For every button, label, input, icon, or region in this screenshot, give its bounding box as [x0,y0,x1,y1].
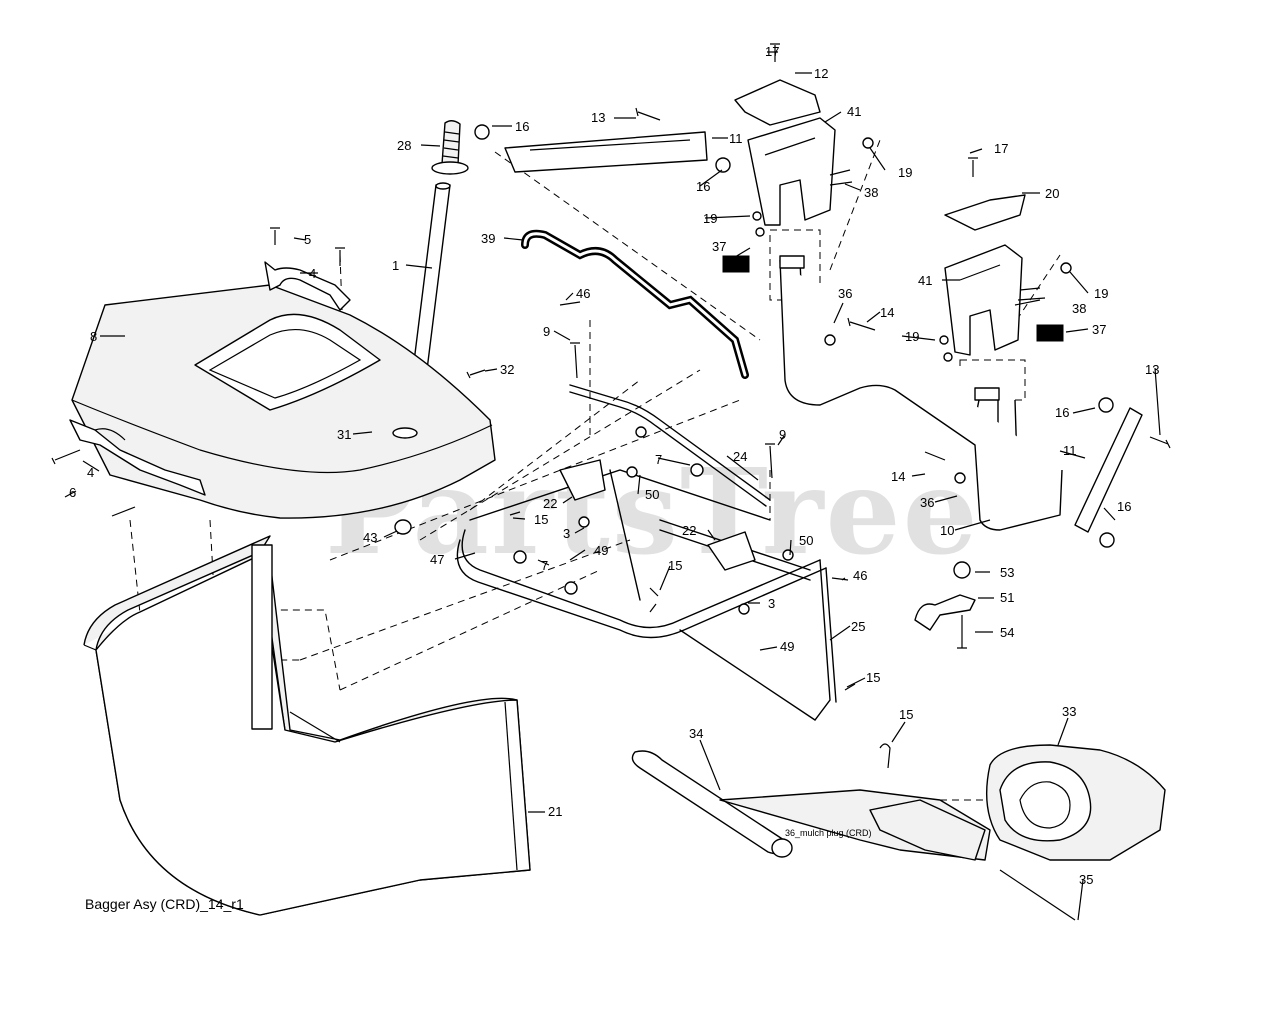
part-callout-22: 22 [543,496,557,511]
part-callout-49: 49 [780,639,794,654]
part-callout-43: 43 [363,530,377,545]
mulch-plug-label: 36_mulch plug (CRD) [785,828,872,838]
part-callout-50: 50 [799,533,813,548]
part-callout-7: 7 [655,452,662,467]
part-callout-53: 53 [1000,565,1014,580]
part-callout-19: 19 [703,211,717,226]
part-callout-15: 15 [899,707,913,722]
part-callout-11: 11 [729,131,743,146]
part-callout-33: 33 [1062,704,1076,719]
part-callout-16: 16 [1055,405,1069,420]
part-callout-10: 10 [940,523,954,538]
part-callout-12: 12 [814,66,828,81]
part-callout-36: 36 [920,495,934,510]
part-callout-14: 14 [880,305,894,320]
part-callout-28: 28 [397,138,411,153]
part-callout-54: 54 [1000,625,1014,640]
part-callout-19: 19 [898,165,912,180]
part-callout-16: 16 [515,119,529,134]
part-callout-31: 31 [337,427,351,442]
part-callout-20: 20 [1045,186,1059,201]
part-callout-46: 46 [853,568,867,583]
part-callout-3: 3 [563,526,570,541]
part-callout-16: 16 [696,179,710,194]
part-callout-17: 17 [765,44,779,59]
part-callout-38: 38 [864,185,878,200]
part-callout-35: 35 [1079,872,1093,887]
part-callout-19: 19 [1094,286,1108,301]
part-callout-13: 13 [591,110,605,125]
part-callout-41: 41 [847,104,861,119]
part-callout-51: 51 [1000,590,1014,605]
part-callout-15: 15 [668,558,682,573]
part-callout-50: 50 [645,487,659,502]
part-callout-39: 39 [481,231,495,246]
part-callout-49: 49 [594,543,608,558]
part-callout-11: 11 [1063,443,1077,458]
part-callout-4: 4 [87,465,94,480]
part-callout-37: 37 [712,239,726,254]
part-callout-25: 25 [851,619,865,634]
part-callout-34: 34 [689,726,703,741]
part-callout-24: 24 [733,449,747,464]
part-callout-15: 15 [866,670,880,685]
part-callout-3: 3 [768,596,775,611]
part-callout-47: 47 [430,552,444,567]
part-callout-15: 15 [534,512,548,527]
part-callout-32: 32 [500,362,514,377]
part-callout-5: 5 [304,232,311,247]
part-callout-17: 17 [994,141,1008,156]
part-callout-36: 36 [838,286,852,301]
part-callout-14: 14 [891,469,905,484]
part-callout-13: 13 [1145,362,1159,377]
part-callout-38: 38 [1072,301,1086,316]
part-callout-41: 41 [918,273,932,288]
part-callout-7: 7 [541,558,548,573]
part-callout-19: 19 [905,329,919,344]
part-callout-22: 22 [682,523,696,538]
exploded-parts-drawing [51,43,1171,921]
part-callout-37: 37 [1092,322,1106,337]
part-callout-1: 1 [392,258,399,273]
part-callout-4: 4 [309,266,316,281]
part-callout-9: 9 [543,324,550,339]
diagram-caption: Bagger Asy (CRD)_14_r1 [85,896,244,912]
part-callout-8: 8 [90,329,97,344]
part-callout-9: 9 [779,427,786,442]
part-callout-46: 46 [576,286,590,301]
part-callout-16: 16 [1117,499,1131,514]
part-callout-21: 21 [548,804,562,819]
part-callout-6: 6 [69,485,76,500]
